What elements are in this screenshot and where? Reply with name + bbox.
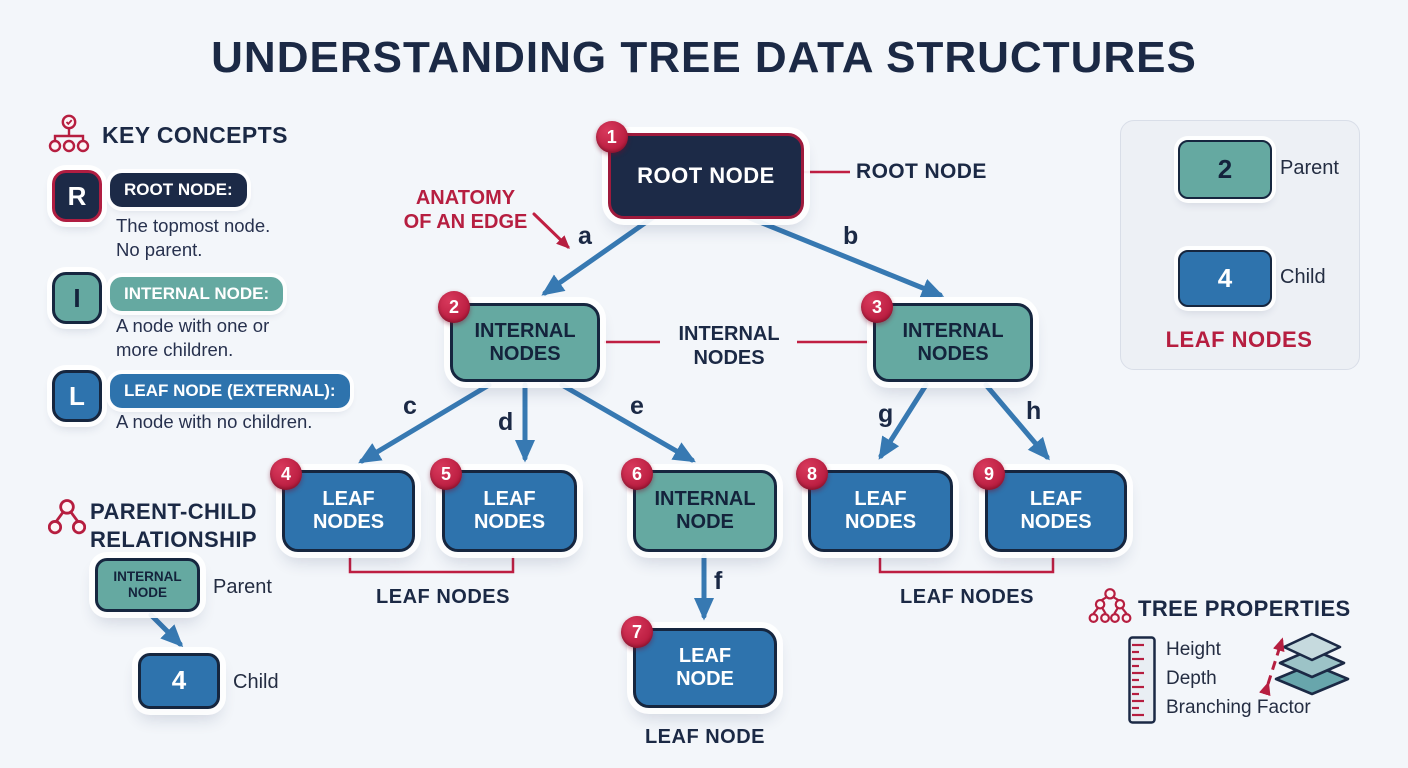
- node-label: LEAF NODES: [844, 488, 917, 533]
- node-label: LEAF NODES: [1020, 488, 1092, 533]
- node-label: INTERNAL NODES: [474, 319, 576, 365]
- node-label: LEAF NODES: [473, 488, 546, 533]
- root-definition: The topmost node. No parent.: [116, 215, 271, 261]
- root-node-callout: ROOT NODE: [856, 160, 987, 183]
- internal-letter-badge: I: [52, 272, 102, 324]
- tree-properties-heading: TREE PROPERTIES: [1138, 596, 1351, 621]
- tree-node-internal-2: 2 INTERNAL NODES: [438, 291, 600, 382]
- node-label: INTERNAL NODES: [902, 319, 1004, 365]
- panel-child-value: 4: [1217, 263, 1233, 293]
- node-label: LEAF NODE: [676, 645, 734, 690]
- anatomy-of-edge-label: ANATOMY OF AN EDGE: [403, 187, 528, 233]
- node-label: ROOT NODE: [637, 163, 775, 189]
- tree-node-root: 1 ROOT NODE: [596, 121, 804, 219]
- parent-child-heading: PARENT-CHILD RELATIONSHIP: [90, 499, 257, 552]
- node-badge-4: 4: [270, 458, 302, 490]
- tree-node-internal-6: 6 INTERNAL NODE: [621, 458, 777, 552]
- pc-child-box: 4: [138, 653, 220, 709]
- node-badge-1: 1: [596, 121, 628, 153]
- edge-label-e: e: [630, 392, 644, 420]
- edge-label-c: c: [403, 392, 417, 420]
- leaf-nodes-group-caption-left: LEAF NODES: [376, 586, 510, 608]
- panel-parent-label: Parent: [1280, 157, 1339, 179]
- edge-label-g: g: [878, 400, 894, 428]
- pc-parent-box: INTERNAL NODE: [95, 558, 200, 612]
- node-badge-6: 6: [621, 458, 653, 490]
- edge-label-b: b: [843, 222, 859, 250]
- tree-node-leaf-5: 5 LEAF NODES: [430, 458, 577, 552]
- internal-letter: I: [73, 282, 81, 313]
- panel-parent-node: 2: [1178, 140, 1272, 199]
- leaf-definition: A node with no children.: [116, 411, 313, 432]
- leaf-term-pill: LEAF NODE (EXTERNAL):: [110, 374, 350, 408]
- node-badge-5: 5: [430, 458, 462, 490]
- root-letter-badge: R: [52, 170, 102, 222]
- panel-parent-value: 2: [1217, 154, 1233, 184]
- property-height: Height: [1166, 639, 1221, 660]
- parent-child-tree-icon: [48, 499, 86, 535]
- key-concepts-heading: KEY CONCEPTS: [102, 122, 288, 148]
- edge-label-f: f: [714, 567, 723, 595]
- property-branching-factor: Branching Factor: [1166, 697, 1311, 718]
- node-badge-9: 9: [973, 458, 1005, 490]
- root-term-pill: ROOT NODE:: [110, 173, 247, 207]
- node-badge-3: 3: [861, 291, 893, 323]
- org-tree-check-icon: [48, 114, 90, 153]
- leaf-node-caption-center: LEAF NODE: [644, 726, 766, 748]
- pc-child-value: 4: [171, 665, 187, 696]
- layers-icon: [1259, 632, 1350, 697]
- node-badge-2: 2: [438, 291, 470, 323]
- node-label: LEAF NODES: [312, 488, 385, 533]
- panel-child-label: Child: [1280, 266, 1326, 288]
- tree-node-leaf-8: 8 LEAF NODES: [796, 458, 953, 552]
- pc-child-label: Child: [233, 671, 279, 693]
- edge-label-d: d: [498, 408, 514, 436]
- node-badge-7: 7: [621, 616, 653, 648]
- leaf-letter: L: [69, 380, 85, 411]
- pc-parent-label: Parent: [213, 576, 272, 598]
- leaf-letter-badge: L: [52, 370, 102, 422]
- internal-definition: A node with one or more children.: [116, 315, 270, 361]
- tree-node-leaf-7: 7 LEAF NODE: [621, 616, 777, 708]
- property-depth: Depth: [1166, 668, 1217, 689]
- internal-term-pill: INTERNAL NODE:: [110, 277, 284, 311]
- edge-label-a: a: [578, 222, 592, 250]
- panel-caption: LEAF NODES: [1165, 327, 1313, 352]
- panel-child-node: 4: [1178, 250, 1272, 307]
- ruler-icon: [1128, 636, 1156, 724]
- pc-parent-box-label: INTERNAL NODE: [113, 568, 182, 600]
- node-label: INTERNAL NODE: [654, 488, 756, 533]
- internal-nodes-callout: INTERNAL NODES: [678, 323, 780, 369]
- tree-node-internal-3: 3 INTERNAL NODES: [861, 291, 1033, 382]
- page-title: UNDERSTANDING TREE DATA STRUCTURES: [211, 33, 1197, 82]
- leaf-nodes-group-caption-right: LEAF NODES: [900, 586, 1034, 608]
- edge-label-h: h: [1026, 397, 1042, 425]
- tree-node-leaf-4: 4 LEAF NODES: [270, 458, 415, 552]
- tree-properties-icon: [1088, 588, 1132, 623]
- node-badge-8: 8: [796, 458, 828, 490]
- tree-node-leaf-9: 9 LEAF NODES: [973, 458, 1127, 552]
- root-letter: R: [67, 180, 87, 211]
